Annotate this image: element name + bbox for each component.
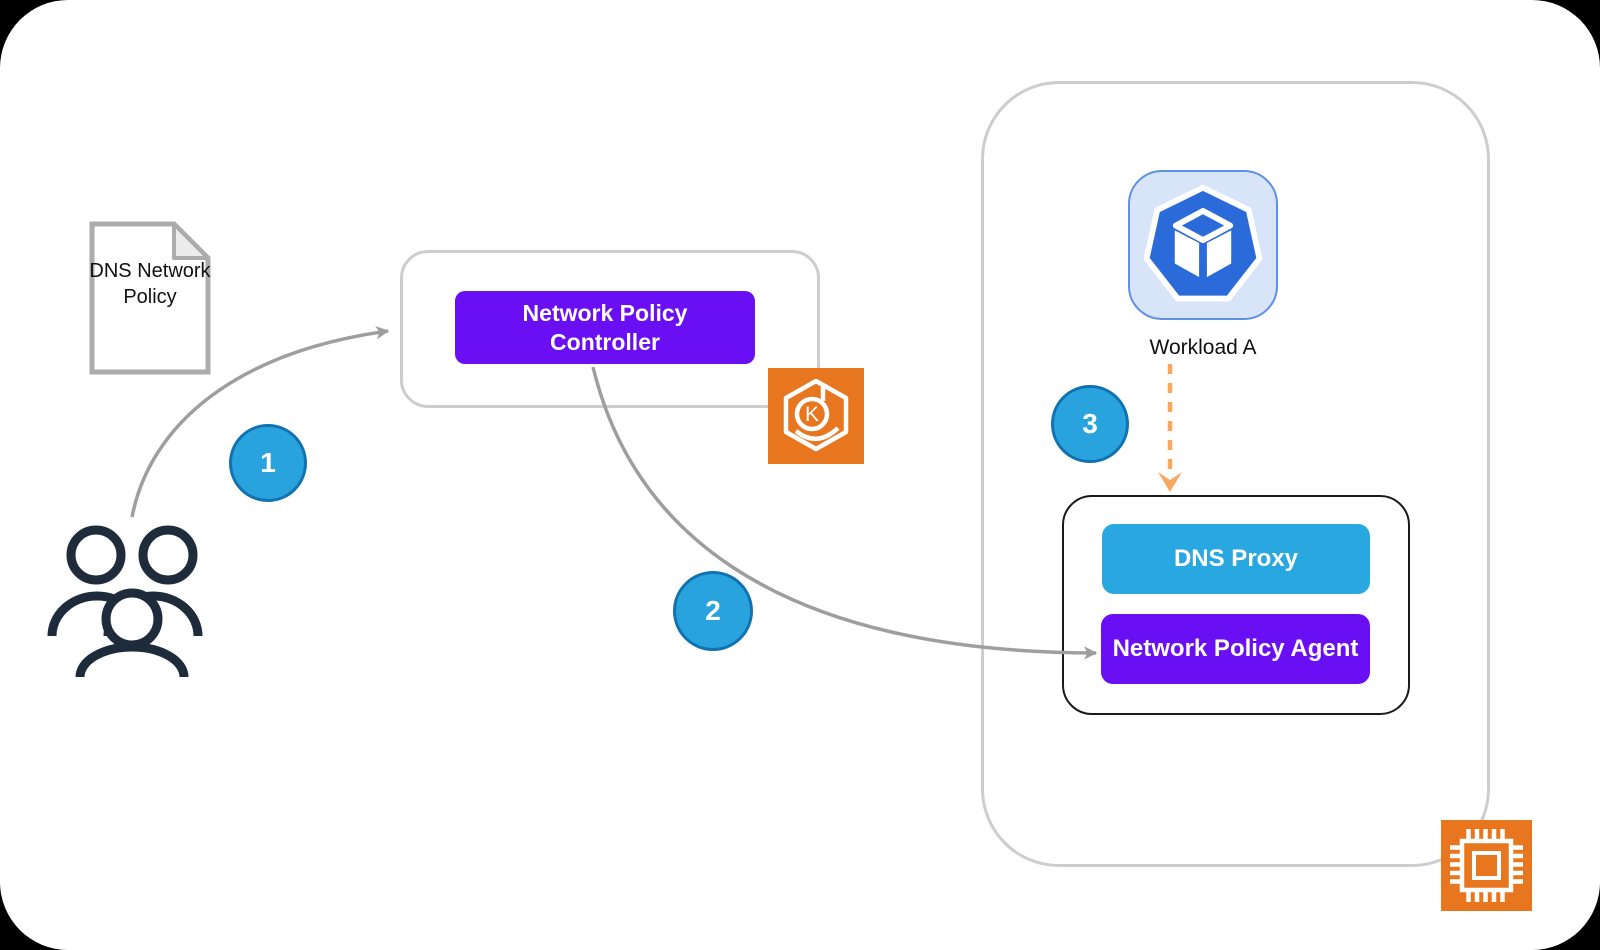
step-1-number: 1 [260, 447, 276, 478]
step-3-number: 3 [1082, 408, 1098, 439]
document-label: DNS Network Policy [89, 260, 211, 309]
ec2-instance-chip-icon [1441, 820, 1532, 911]
dns-proxy-label: DNS Proxy [1173, 545, 1299, 572]
step-2-number: 2 [705, 595, 721, 626]
workload-tile [1128, 170, 1278, 320]
controller-label: Network Policy Controller [522, 299, 688, 355]
policy-document-icon: DNS Network Policy [88, 220, 212, 376]
step-3-badge: 3 [1051, 385, 1129, 463]
step-1-badge: 1 [229, 424, 307, 502]
dns-proxy-box: DNS Proxy [1102, 524, 1370, 594]
network-policy-agent-box: Network Policy Agent [1101, 614, 1370, 684]
controller-box: Network Policy Controller [455, 291, 755, 364]
eks-kubernetes-icon: K [768, 368, 864, 464]
workload-label: Workload A [1149, 336, 1257, 359]
step-2-badge: 2 [673, 571, 753, 651]
eks-letter: K [805, 403, 819, 426]
network-policy-agent-label: Network Policy Agent [1112, 635, 1359, 662]
pod-cube-icon [1143, 184, 1263, 302]
users-icon [44, 512, 206, 678]
